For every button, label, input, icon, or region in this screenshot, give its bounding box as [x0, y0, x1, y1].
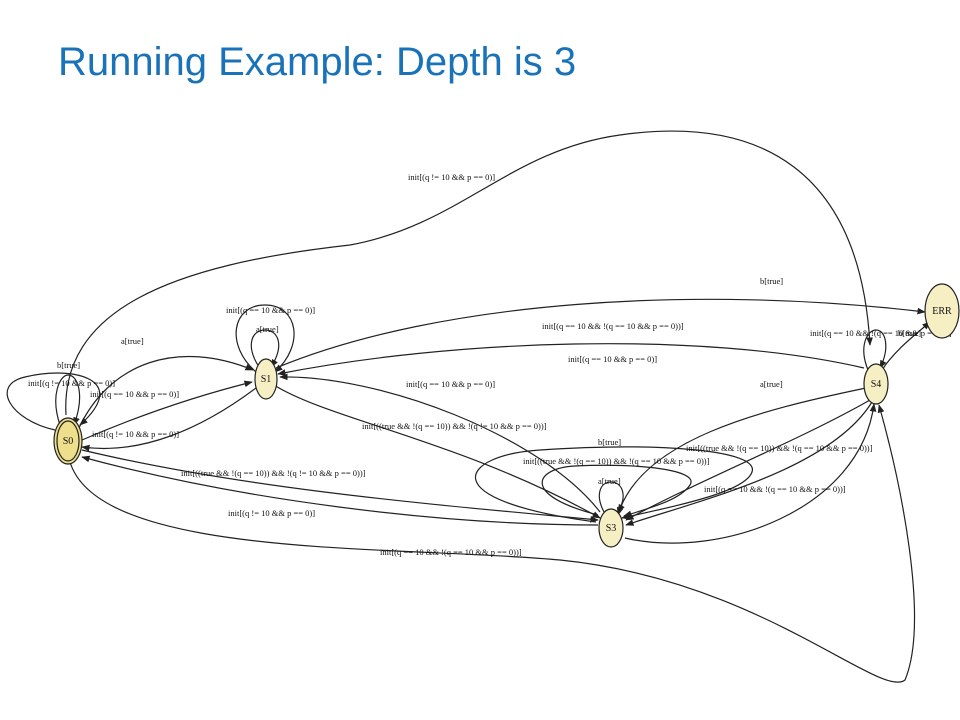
edge-s3-self-inner — [598, 481, 625, 513]
label-s1-self-init: init[(q == 10 && p == 0)] — [226, 305, 315, 315]
label-s4-s1-init: init[(q == 10 && p == 0)] — [568, 354, 657, 364]
edge-s3-self-mid — [541, 464, 692, 517]
slide-title: Running Example: Depth is 3 — [58, 40, 577, 84]
edge-labels: init[(q != 10 && p == 0)] b[true] init[(… — [28, 172, 952, 557]
label-s4-self-init: init[(q == 10 && !(q == 10 && p == 0))] — [810, 328, 952, 338]
edge-s0-to-err-top — [65, 130, 873, 416]
label-s0-s1-a: a[true] — [121, 336, 144, 346]
edge-s3-to-s0-init — [81, 455, 599, 526]
label-s4-s1-a: init[(q == 10 && !(q == 10 && p == 0))] — [542, 321, 684, 331]
label-s3-s1-init: init[(q == 10 && p == 0)] — [406, 379, 495, 389]
edge-s1-to-s0-init — [81, 387, 257, 452]
label-s0-s3-init: init[((true && !(q == 10)) && !(q != 10 … — [181, 468, 366, 478]
edge-s4-to-s3-init1 — [625, 399, 871, 521]
node-s3-label: S3 — [606, 523, 617, 534]
label-s3-s0-init: init[(q != 10 && p == 0)] — [228, 508, 315, 518]
label-s3-self-a: a[true] — [598, 476, 621, 486]
edge-s1-self-inner — [250, 329, 280, 368]
node-err[interactable]: ERR — [924, 283, 960, 339]
node-s3[interactable]: S3 — [598, 508, 624, 548]
node-s4[interactable]: S4 — [863, 363, 889, 405]
node-s1[interactable]: S1 — [254, 358, 278, 400]
label-s1-s3-init: init[((true && !(q == 10)) && !(q != 10 … — [362, 421, 547, 431]
edge-s0-to-s1-init — [81, 380, 253, 441]
edge-s0-self-inner — [55, 374, 81, 426]
edge-s4-to-s3-init2 — [625, 401, 873, 526]
label-s4-s3-a: a[true] — [760, 379, 783, 389]
node-err-label: ERR — [932, 306, 952, 317]
edge-s4-to-s3-a — [616, 387, 867, 516]
label-s4-s3-init2: init[(q == 10 && !(q == 10 && p == 0))] — [704, 484, 846, 494]
label-s1-s0-init: init[(q != 10 && p == 0)] — [92, 429, 179, 439]
edge-s1-to-s3-init — [273, 384, 601, 519]
label-s4-s3-init1: init[((true && !(q == 10)) && !(q == 10 … — [686, 443, 873, 453]
label-s0-s1-init: init[(q == 10 && p == 0)] — [90, 389, 179, 399]
edge-s3-self-outer — [475, 446, 753, 523]
label-s4-err-b: b[true] — [898, 328, 921, 338]
edge-s1-to-err — [275, 298, 926, 369]
node-s0-label: S0 — [63, 436, 74, 447]
label-s1-err: b[true] — [760, 276, 783, 286]
edge-s3-to-s4 — [624, 403, 877, 544]
node-s1-label: S1 — [261, 374, 272, 385]
edge-s0-to-s3-init — [81, 449, 599, 523]
label-s1-self-a: a[true] — [256, 324, 279, 334]
edge-s0-self-outer — [6, 372, 101, 431]
edge-s0-to-s4-bottom — [69, 404, 916, 683]
label-s3-self-b: b[true] — [598, 437, 621, 447]
label-s0-s4-init: init[(q == 10 && !(q == 10 && p == 0))] — [380, 547, 522, 557]
label-s3-self-init: init[((true && !(q == 10)) && !(q == 10 … — [523, 456, 710, 466]
edge-s0-to-s1-a — [77, 355, 254, 431]
edge-s1-self-outer — [235, 304, 295, 373]
label-s0-self-b: b[true] — [57, 360, 80, 370]
node-s4-label: S4 — [871, 379, 882, 390]
edge-s4-to-s1-a — [277, 343, 865, 376]
edges — [6, 130, 931, 683]
nodes: S0 S1 S3 S4 ERR — [53, 283, 960, 548]
edge-s4-to-err-b — [881, 321, 931, 371]
edge-s4-self — [863, 329, 887, 371]
edge-s3-to-s1-init — [279, 373, 601, 513]
node-s0[interactable]: S0 — [53, 417, 83, 465]
label-s0-err-top: init[(q != 10 && p == 0)] — [408, 172, 495, 182]
label-s0-self-init: init[(q != 10 && p == 0)] — [28, 378, 115, 388]
